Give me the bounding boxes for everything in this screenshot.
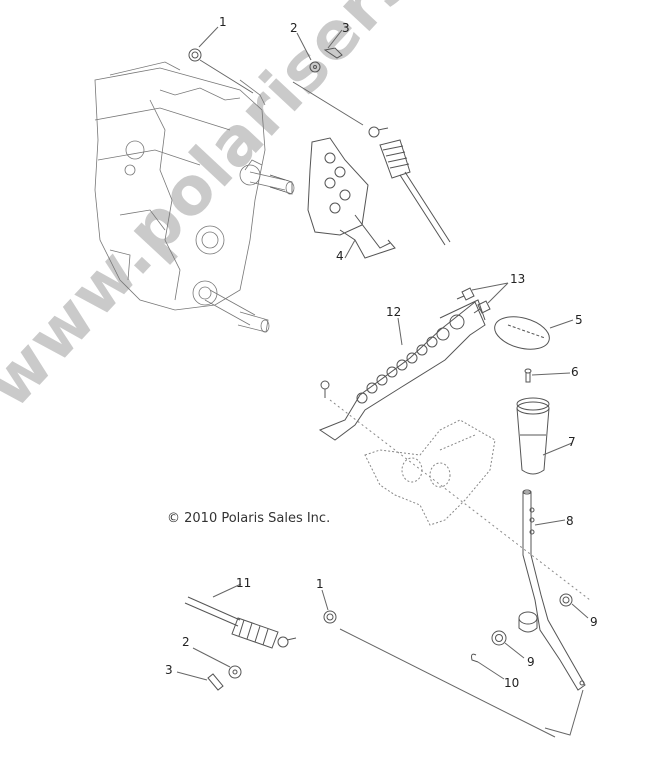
callout-6: 6: [571, 365, 579, 379]
callout-1-lower: 1: [316, 577, 324, 591]
callout-3-top: 3: [342, 21, 350, 35]
bracket-4: [307, 137, 396, 259]
callout-12: 12: [386, 305, 402, 319]
callout-2-lower: 2: [182, 635, 190, 649]
callout-7: 7: [568, 435, 576, 449]
callout-9-left: 9: [527, 655, 535, 669]
callout-3-lower: 3: [165, 663, 173, 677]
callout-1-top: 1: [219, 15, 227, 29]
washer-clip-top: [292, 29, 364, 126]
callout-4: 4: [336, 249, 344, 263]
e-clip-10: [471, 653, 505, 680]
nut-top: [188, 26, 254, 94]
cable-upper: [368, 126, 451, 246]
bolts-13: [456, 282, 509, 314]
callout-9-right: 9: [590, 615, 598, 629]
lower-mount-bracket: [329, 399, 591, 601]
callout-10: 10: [504, 676, 520, 690]
callout-2-top: 2: [290, 21, 298, 35]
bracket-12: [318, 299, 486, 441]
knob-cap-5: [494, 316, 574, 350]
cable-lower: [184, 583, 297, 649]
transmission-housing: [94, 61, 295, 333]
washer-clip-lower: [176, 647, 242, 691]
nut-lower: [321, 589, 337, 624]
shift-lever-8: [518, 489, 586, 736]
callout-11: 11: [236, 576, 252, 590]
callout-8: 8: [566, 514, 574, 528]
assembly-line-lower: [339, 628, 556, 738]
shift-knob-7: [516, 397, 573, 475]
copyright-notice: © 2010 Polaris Sales Inc.: [167, 511, 331, 526]
bushings-9: [491, 593, 589, 659]
callout-5: 5: [575, 313, 583, 327]
callout-13: 13: [510, 272, 526, 286]
screw-6: [524, 368, 571, 383]
